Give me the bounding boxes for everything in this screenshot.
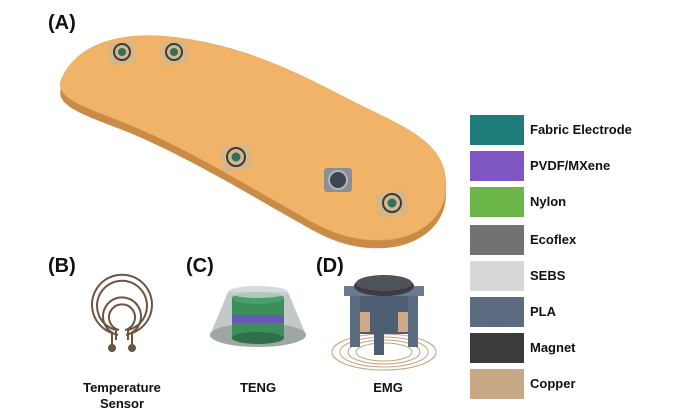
legend-swatch [470,297,524,327]
panel-label-a: (A) [48,12,76,34]
legend-swatch [470,369,524,399]
teng-device [210,286,306,347]
legend-swatch [470,333,524,363]
caption-temperature-line1: Temperature [83,380,161,395]
insole-sensor-3 [219,143,253,173]
caption-emg: EMG [373,380,403,395]
panel-label-c: (C) [186,255,214,277]
legend-label: Nylon [530,194,567,209]
legend-label: Magnet [530,340,576,355]
legend-label: PLA [530,304,556,319]
legend-label: Copper [530,376,576,391]
panel-label-b: (B) [48,255,76,277]
legend-swatch [470,225,524,255]
insole-sensor-2 [159,39,189,67]
legend-swatch [470,261,524,291]
legend-swatch [470,151,524,181]
temperature-sensor-coil [91,273,153,352]
legend-label: Ecoflex [530,232,577,247]
caption-temperature: Temperature Sensor [72,380,172,412]
caption-teng: TENG [239,380,277,395]
legend-swatch [470,115,524,145]
insole-sensor-5 [375,189,409,219]
caption-temperature-line2: Sensor [99,396,145,411]
legend-label: PVDF/MXene [530,158,611,173]
emg-device [331,275,437,371]
insole-sensor-4 [324,168,352,192]
panel-label-d: (D) [316,255,344,277]
legend-label: SEBS [530,268,566,283]
legend-swatch [470,187,524,217]
legend-label: Fabric Electrode [530,122,632,137]
insole-sensor-1 [107,39,137,67]
